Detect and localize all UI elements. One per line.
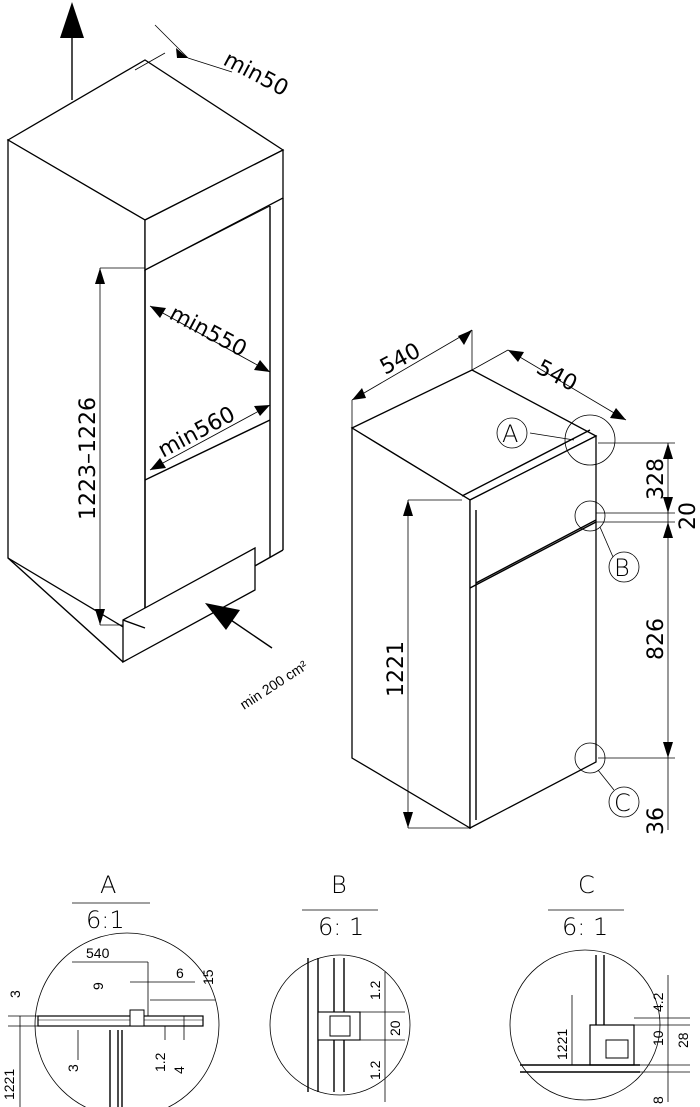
detail-c-8: 8 — [650, 1096, 666, 1104]
detail-b: B 6: 1 1.2 20 1.2 — [269, 871, 411, 1102]
up-arrow-icon — [60, 2, 84, 100]
detail-c: C 6: 1 4.2 1221 10 28 8 — [509, 871, 691, 1104]
detail-a-3-top: 3 — [7, 990, 23, 998]
detail-c-10: 10 — [650, 1030, 666, 1046]
detail-b-1-2-bot: 1.2 — [367, 1060, 383, 1080]
min560-label: min560 — [154, 402, 239, 463]
height-label: 1221 — [384, 641, 409, 697]
detail-b-scale: 6: 1 — [318, 913, 364, 941]
detail-b-20: 20 — [387, 1020, 403, 1036]
callout-a: A — [502, 420, 518, 448]
detail-c-scale: 6: 1 — [562, 913, 608, 941]
d20-label: 20 — [676, 502, 700, 530]
min50-label: min50 — [219, 47, 292, 102]
detail-a-scale: 6:1 — [86, 906, 125, 934]
detail-b-title: B — [331, 871, 347, 899]
detail-c-title: C — [578, 871, 595, 899]
vent-arrow-icon — [205, 603, 273, 649]
callout-c: C — [614, 789, 631, 817]
detail-b-1-2-top: 1.2 — [367, 980, 383, 1000]
detail-a-title: A — [100, 871, 116, 899]
detail-a: A 6:1 540 6 15 9 3 1221 3 1.2 4 — [1, 871, 220, 1107]
detail-c-1221: 1221 — [554, 1029, 570, 1060]
detail-a-3-bot: 3 — [65, 1064, 81, 1072]
depth-label: 540 — [532, 355, 581, 397]
d36-label: 36 — [644, 807, 669, 835]
detail-a-6: 6 — [176, 965, 184, 981]
height-range-label: 1223–1226 — [76, 397, 101, 520]
callout-b: B — [614, 554, 630, 582]
cabinet-niche-view: min50 min550 min560 1223–1226 min 200 cm… — [6, 2, 311, 713]
detail-a-540: 540 — [86, 945, 110, 961]
detail-a-15: 15 — [200, 969, 216, 985]
detail-c-4-2: 4.2 — [650, 992, 666, 1012]
detail-c-28: 28 — [675, 1032, 691, 1048]
appliance-view: 540 540 1221 328 20 826 36 — [350, 329, 700, 835]
detail-a-1-2: 1.2 — [152, 1052, 168, 1072]
min550-label: min550 — [165, 301, 250, 362]
d826-label: 826 — [644, 618, 669, 660]
detail-a-1221: 1221 — [1, 1069, 17, 1100]
detail-a-4: 4 — [171, 1066, 187, 1074]
width-label: 540 — [376, 339, 425, 381]
detail-a-9: 9 — [90, 982, 106, 990]
vent-label: min 200 cm² — [237, 657, 311, 713]
d328-label: 328 — [644, 458, 669, 500]
